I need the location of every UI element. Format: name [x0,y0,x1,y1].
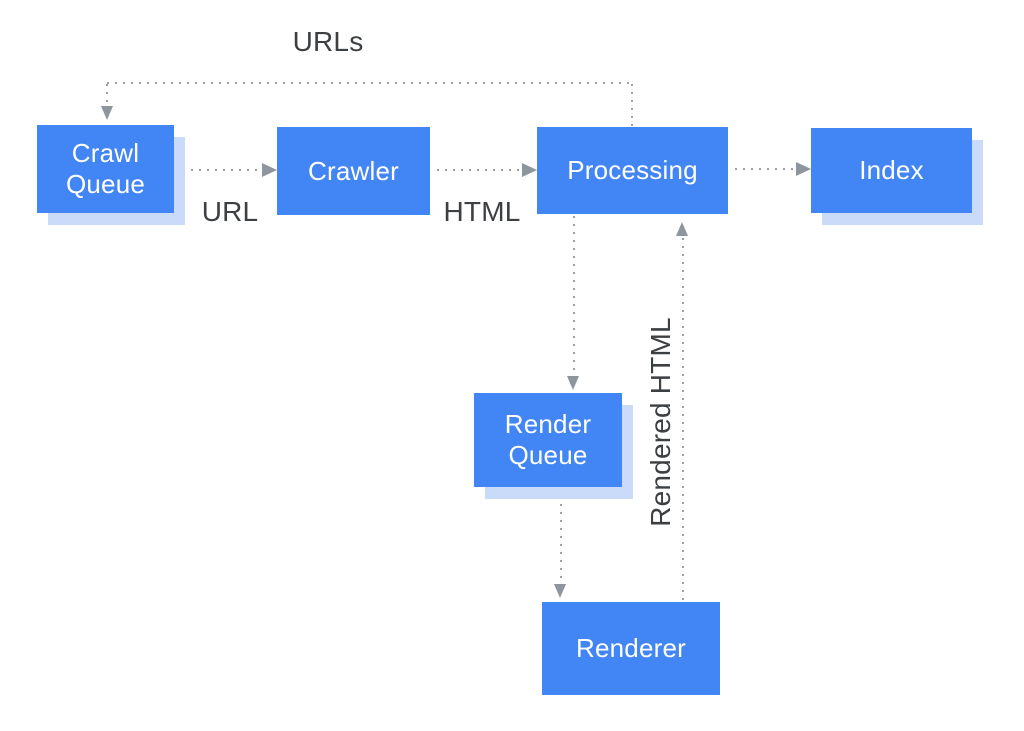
arrowhead-into-crawl-queue [101,106,113,120]
node-processing-label: Processing [567,155,698,186]
node-index: Index [811,128,972,213]
node-crawler-label: Crawler [308,155,399,186]
edge-feedback-urls-to-crawl-queue [106,84,108,106]
edge-feedback-urls-horizontal [107,82,633,84]
arrowhead-into-crawler [262,163,277,177]
arrowhead-into-render-queue [567,376,579,390]
label-url: URL [201,196,259,227]
edge-processing-to-index [735,168,793,170]
node-processing: Processing [537,127,728,214]
edge-crawler-to-processing [437,169,521,171]
edge-processing-to-render-queue [573,216,575,374]
edge-crawl-queue-to-crawler [191,169,260,171]
node-renderer-label: Renderer [576,633,686,664]
node-crawler: Crawler [277,127,430,215]
arrowhead-into-processing-from-renderer [676,222,688,236]
node-crawl-queue: Crawl Queue [37,125,174,213]
arrowhead-into-renderer [554,584,566,598]
edge-feedback-urls-from-processing [631,84,633,127]
node-crawl-queue-label: Crawl Queue [65,138,146,199]
label-html: HTML [443,196,521,227]
edge-render-queue-to-renderer [560,504,562,584]
label-rendered-html: Rendered HTML [645,317,676,527]
node-render-queue: Render Queue [474,393,622,487]
node-index-label: Index [859,155,924,186]
edge-renderer-to-processing [682,238,684,602]
node-renderer: Renderer [542,602,720,695]
arrowhead-into-processing [522,163,537,177]
arrowhead-into-index [796,162,811,176]
node-render-queue-label: Render Queue [504,409,592,470]
label-urls: URLs [292,26,364,57]
